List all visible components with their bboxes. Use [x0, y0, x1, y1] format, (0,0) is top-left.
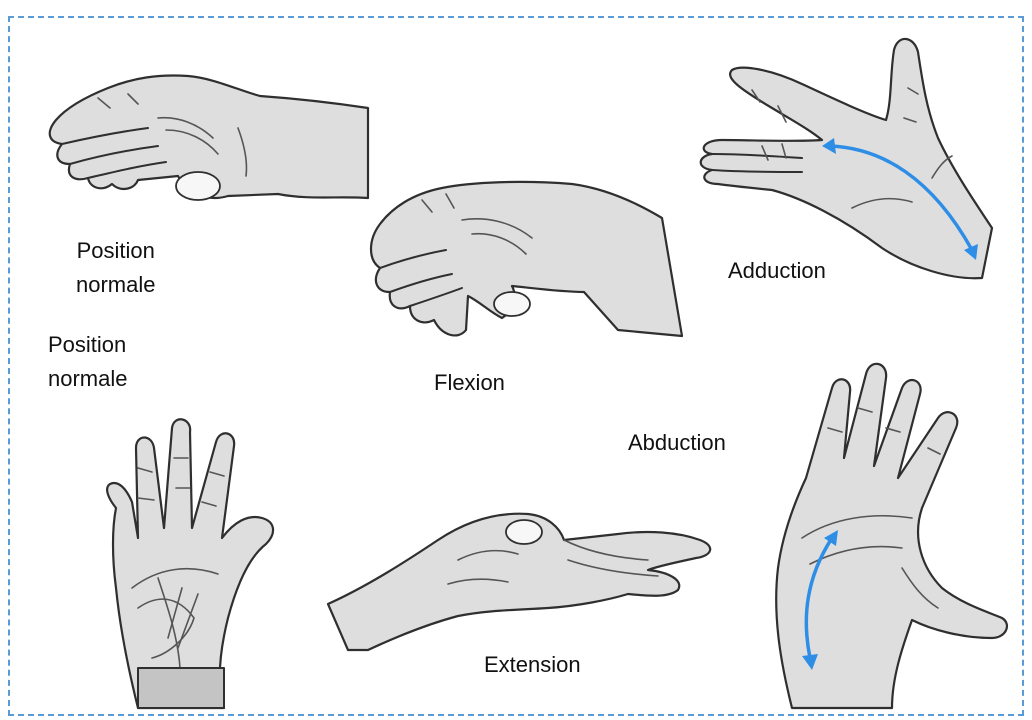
hand-abduction-icon — [762, 348, 1012, 718]
label-adduction: Adduction — [728, 254, 826, 288]
hand-adduction-icon — [682, 28, 1012, 288]
label-extension: Extension — [484, 648, 581, 682]
hand-open-palm-icon — [98, 418, 308, 718]
label-abduction: Abduction — [628, 426, 726, 460]
hand-extension-icon — [328, 500, 718, 650]
label-position-normale-1: Position normale — [76, 234, 155, 302]
label-flexion: Flexion — [434, 366, 505, 400]
hand-flexion-icon — [362, 180, 682, 360]
figure-frame: Position normale Position normale Flexio… — [8, 16, 1024, 716]
hand-resting-icon — [38, 68, 378, 228]
label-position-normale-2: Position normale — [48, 328, 127, 396]
